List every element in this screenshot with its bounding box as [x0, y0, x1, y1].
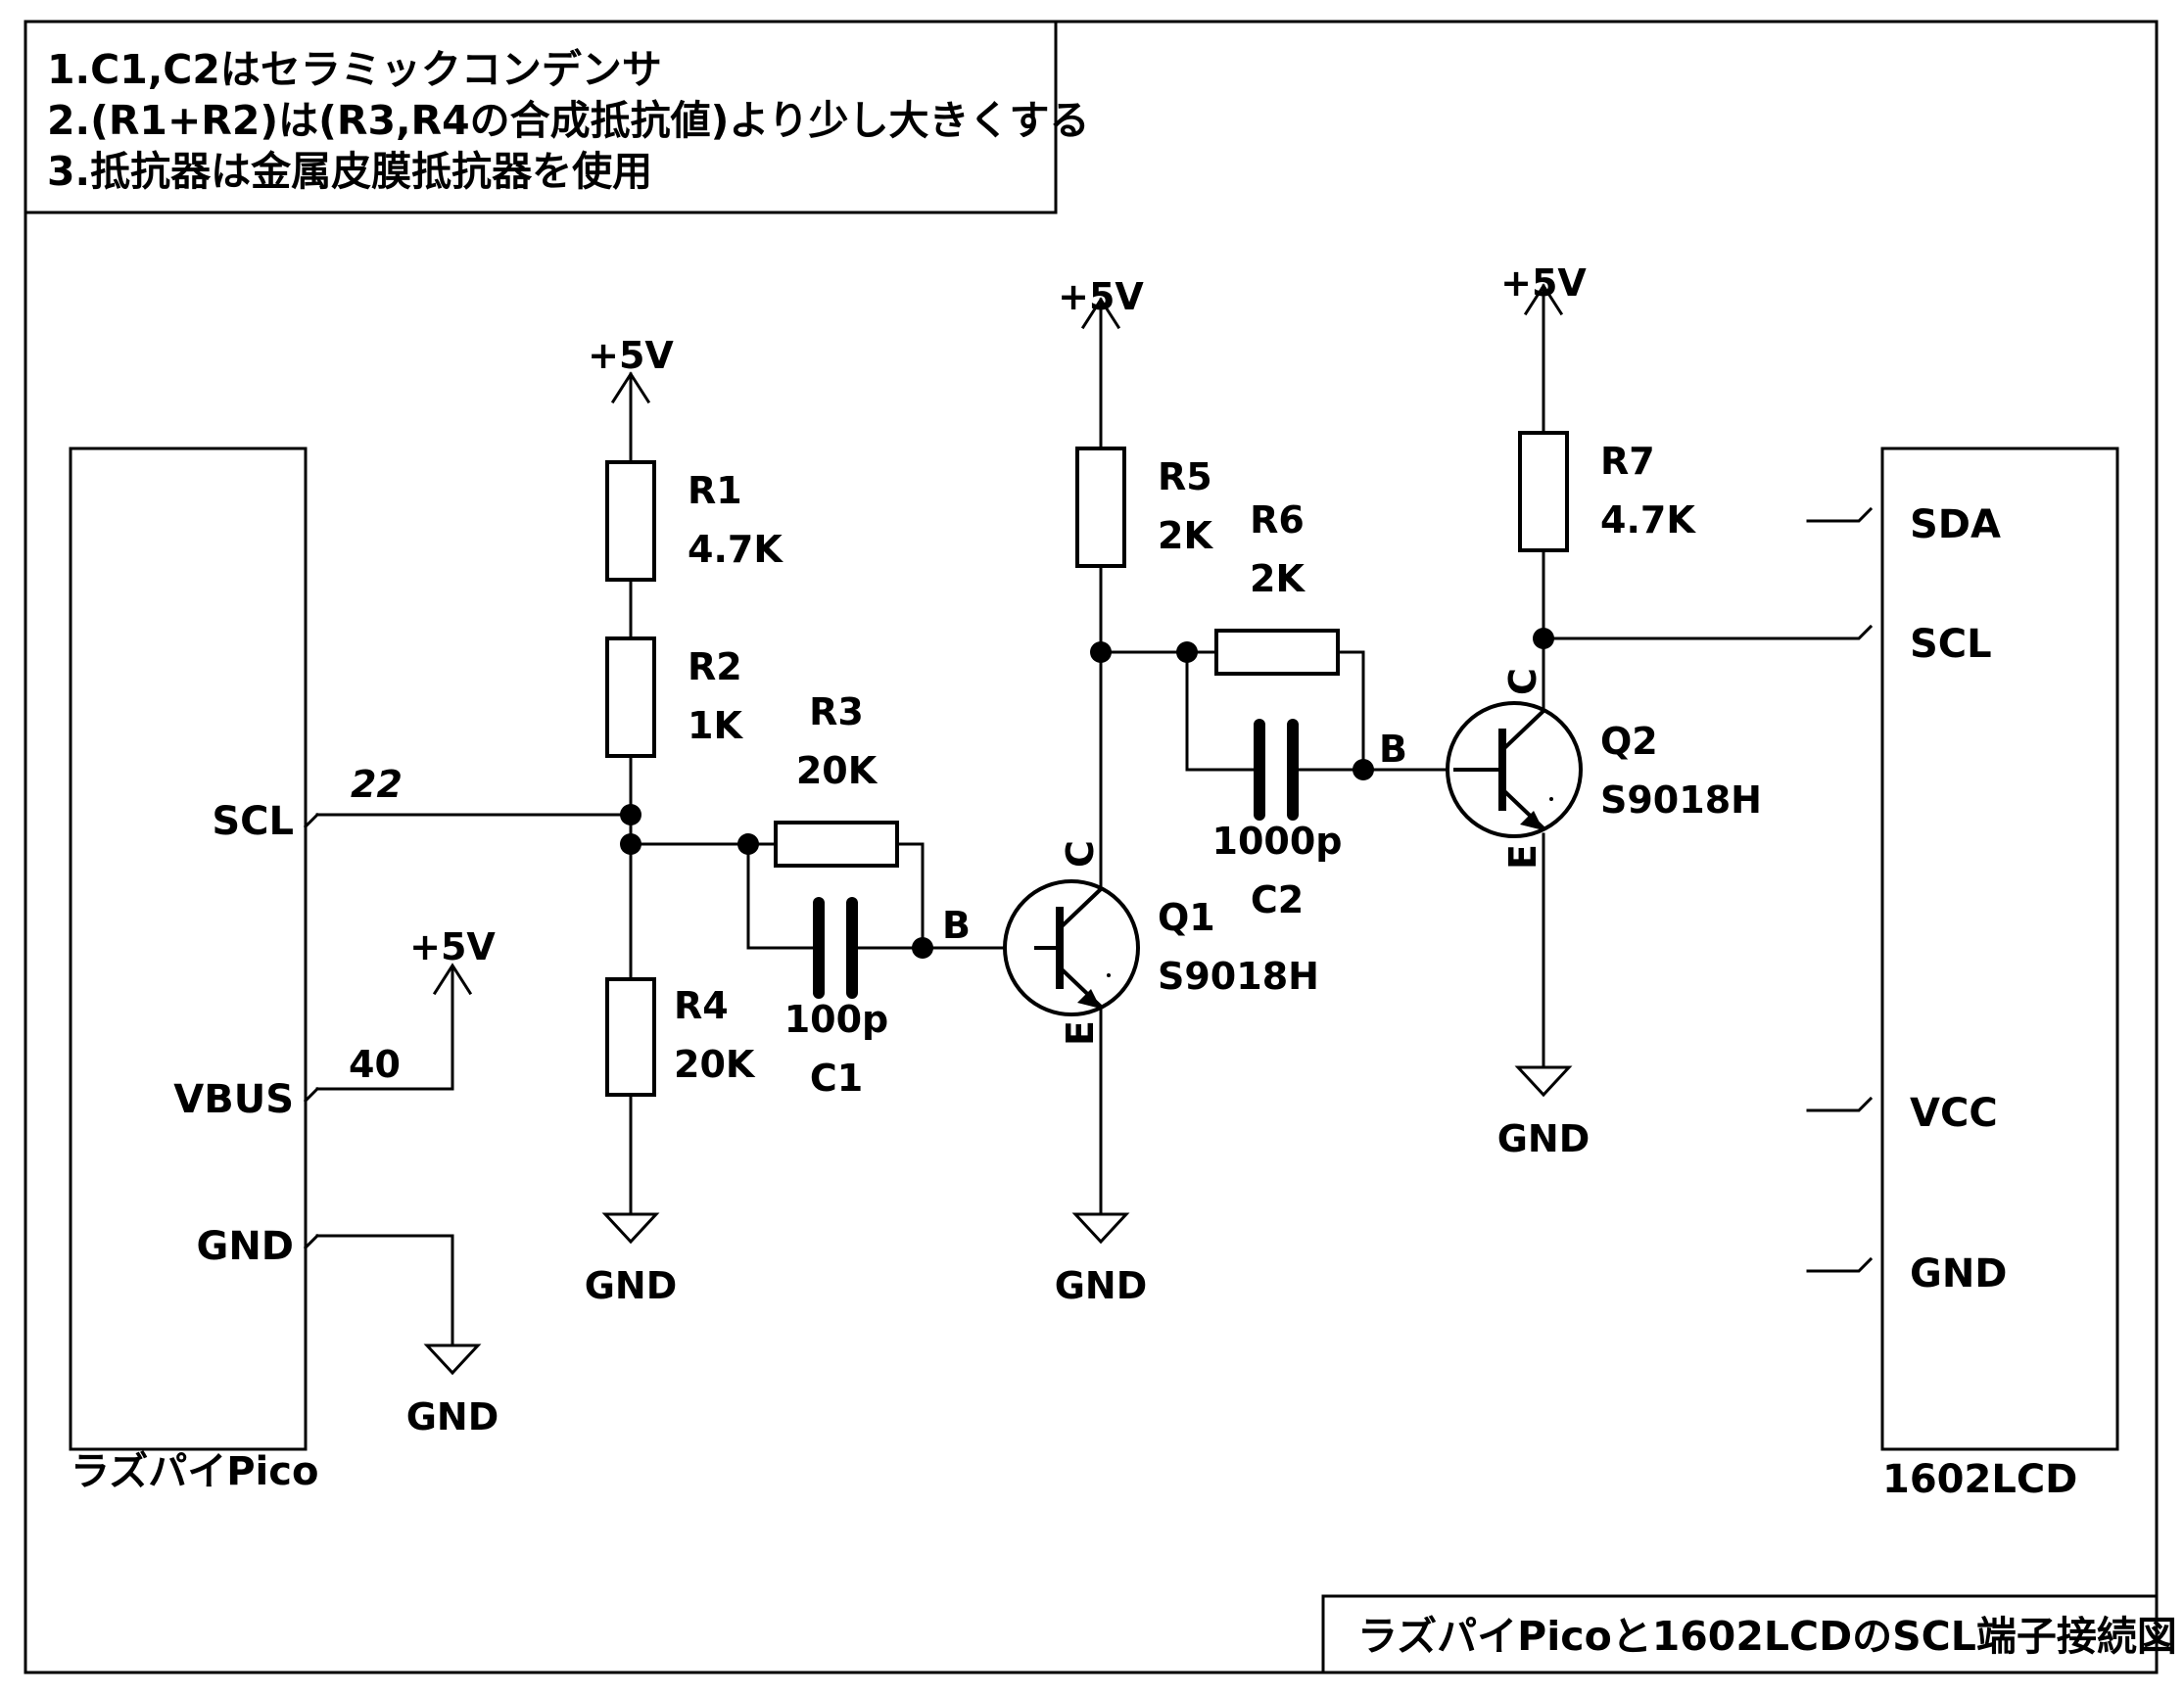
- q1-collector-letter: C: [1059, 840, 1102, 868]
- pico-pin-gnd: GND: [196, 1224, 294, 1269]
- transistor-q1: B C E Q1 S9018H: [942, 840, 1319, 1046]
- resistor-r2: R2 1K: [605, 636, 743, 758]
- c1-value: 100p: [784, 998, 889, 1041]
- junction-dot: [1533, 628, 1554, 649]
- r2-value: 1K: [688, 704, 743, 747]
- ground-label: GND: [1055, 1264, 1148, 1307]
- resistor-r1: R1 4.7K: [605, 460, 783, 582]
- q1-part: S9018H: [1158, 955, 1319, 998]
- supply-label: +5V: [588, 334, 674, 377]
- resistor-r5: R5 2K: [1075, 447, 1213, 568]
- junction-dot: [737, 833, 759, 855]
- diagram-title: ラズパイPicoと1602LCDのSCL端子接続図: [1357, 1613, 2177, 1660]
- supply-label: +5V: [1500, 261, 1587, 305]
- lcd-name: 1602LCD: [1882, 1457, 2077, 1502]
- supply-5v-r1: +5V: [588, 334, 674, 404]
- lcd-pin-vcc: VCC: [1910, 1091, 1998, 1136]
- r7-ref: R7: [1600, 440, 1655, 483]
- r5-ref: R5: [1158, 455, 1212, 498]
- junction-dots: [620, 628, 1554, 959]
- transistor-q2: B C E Q2 S9018H: [1379, 668, 1762, 870]
- ground-label: GND: [406, 1395, 499, 1438]
- capacitor-c2: 1000p C2: [1212, 719, 1343, 921]
- title-box: ラズパイPicoと1602LCDのSCL端子接続図: [1321, 1594, 2177, 1674]
- ground-q2: GND: [1497, 1065, 1591, 1160]
- pico-name: ラズパイPico: [71, 1449, 318, 1494]
- ground-q1: GND: [1055, 1212, 1148, 1307]
- r2-ref: R2: [688, 645, 742, 688]
- r3-ref: R3: [809, 690, 864, 733]
- outer-frame: [24, 20, 2159, 1674]
- r1-ref: R1: [688, 469, 742, 512]
- r5-value: 2K: [1158, 514, 1213, 557]
- junction-dot: [1176, 641, 1198, 663]
- note-2: 2.(R1+R2)は(R3,R4の合成抵抗値)より少し大きくする: [47, 97, 1090, 144]
- ground-pico: GND: [406, 1343, 499, 1438]
- c2-value: 1000p: [1212, 820, 1343, 863]
- q2-ref: Q2: [1600, 720, 1658, 763]
- resistor-r4: R4 20K: [605, 977, 756, 1097]
- q1-emitter-letter: E: [1059, 1020, 1102, 1046]
- c2-ref: C2: [1251, 878, 1304, 921]
- pico-pin-scl: SCL: [212, 799, 294, 844]
- ground-label: GND: [585, 1264, 678, 1307]
- supply-5v-r5: +5V: [1058, 275, 1144, 330]
- r4-value: 20K: [674, 1043, 756, 1086]
- lcd-pin-gnd: GND: [1910, 1251, 2008, 1296]
- r6-ref: R6: [1250, 498, 1305, 542]
- r1-value: 4.7K: [688, 528, 783, 571]
- supply-5v-pico: +5V: [409, 925, 496, 1001]
- q1-ref: Q1: [1158, 896, 1215, 939]
- q2-collector-letter: C: [1501, 668, 1544, 695]
- q2-base-letter: B: [1379, 728, 1407, 771]
- junction-dot: [1090, 641, 1112, 663]
- supply-5v-r7: +5V: [1500, 261, 1587, 316]
- q1-base-letter: B: [942, 904, 971, 947]
- pico-block: ラズパイPico SCL VBUS GND 22 40: [69, 447, 403, 1494]
- r6-value: 2K: [1250, 557, 1306, 600]
- pico-pin-vbus: VBUS: [173, 1077, 294, 1122]
- r7-value: 4.7K: [1600, 498, 1696, 542]
- ground-r4: GND: [585, 1212, 678, 1307]
- lcd-pin-sda: SDA: [1910, 502, 2001, 547]
- note-3: 3.抵抗器は金属皮膜抵抗器を使用: [47, 148, 652, 195]
- r4-ref: R4: [674, 984, 729, 1027]
- notes-box: 1.C1,C2はセラミックコンデンサ 2.(R1+R2)は(R3,R4の合成抵抗…: [24, 20, 1090, 214]
- junction-dot: [620, 833, 641, 855]
- resistor-r6: R6 2K: [1214, 498, 1340, 676]
- lcd-block: 1602LCD SDA SCL VCC GND: [1806, 447, 2119, 1502]
- resistor-r3: R3 20K: [774, 690, 899, 868]
- junction-dot: [620, 804, 641, 825]
- lcd-pin-scl: SCL: [1910, 622, 1992, 667]
- capacitor-c1: 100p C1: [784, 897, 889, 1100]
- resistor-r7: R7 4.7K: [1518, 431, 1696, 552]
- c1-ref: C1: [810, 1057, 863, 1100]
- pico-pin-number-40: 40: [349, 1043, 401, 1086]
- junction-dot: [912, 937, 933, 959]
- supply-label: +5V: [409, 925, 496, 968]
- ground-label: GND: [1497, 1117, 1591, 1160]
- note-1: 1.C1,C2はセラミックコンデンサ: [47, 46, 662, 93]
- junction-dot: [1353, 759, 1374, 780]
- supply-label: +5V: [1058, 275, 1144, 318]
- r3-value: 20K: [796, 749, 878, 792]
- q2-part: S9018H: [1600, 778, 1762, 822]
- pico-pin-number-22: 22: [351, 763, 403, 806]
- q2-emitter-letter: E: [1501, 844, 1544, 870]
